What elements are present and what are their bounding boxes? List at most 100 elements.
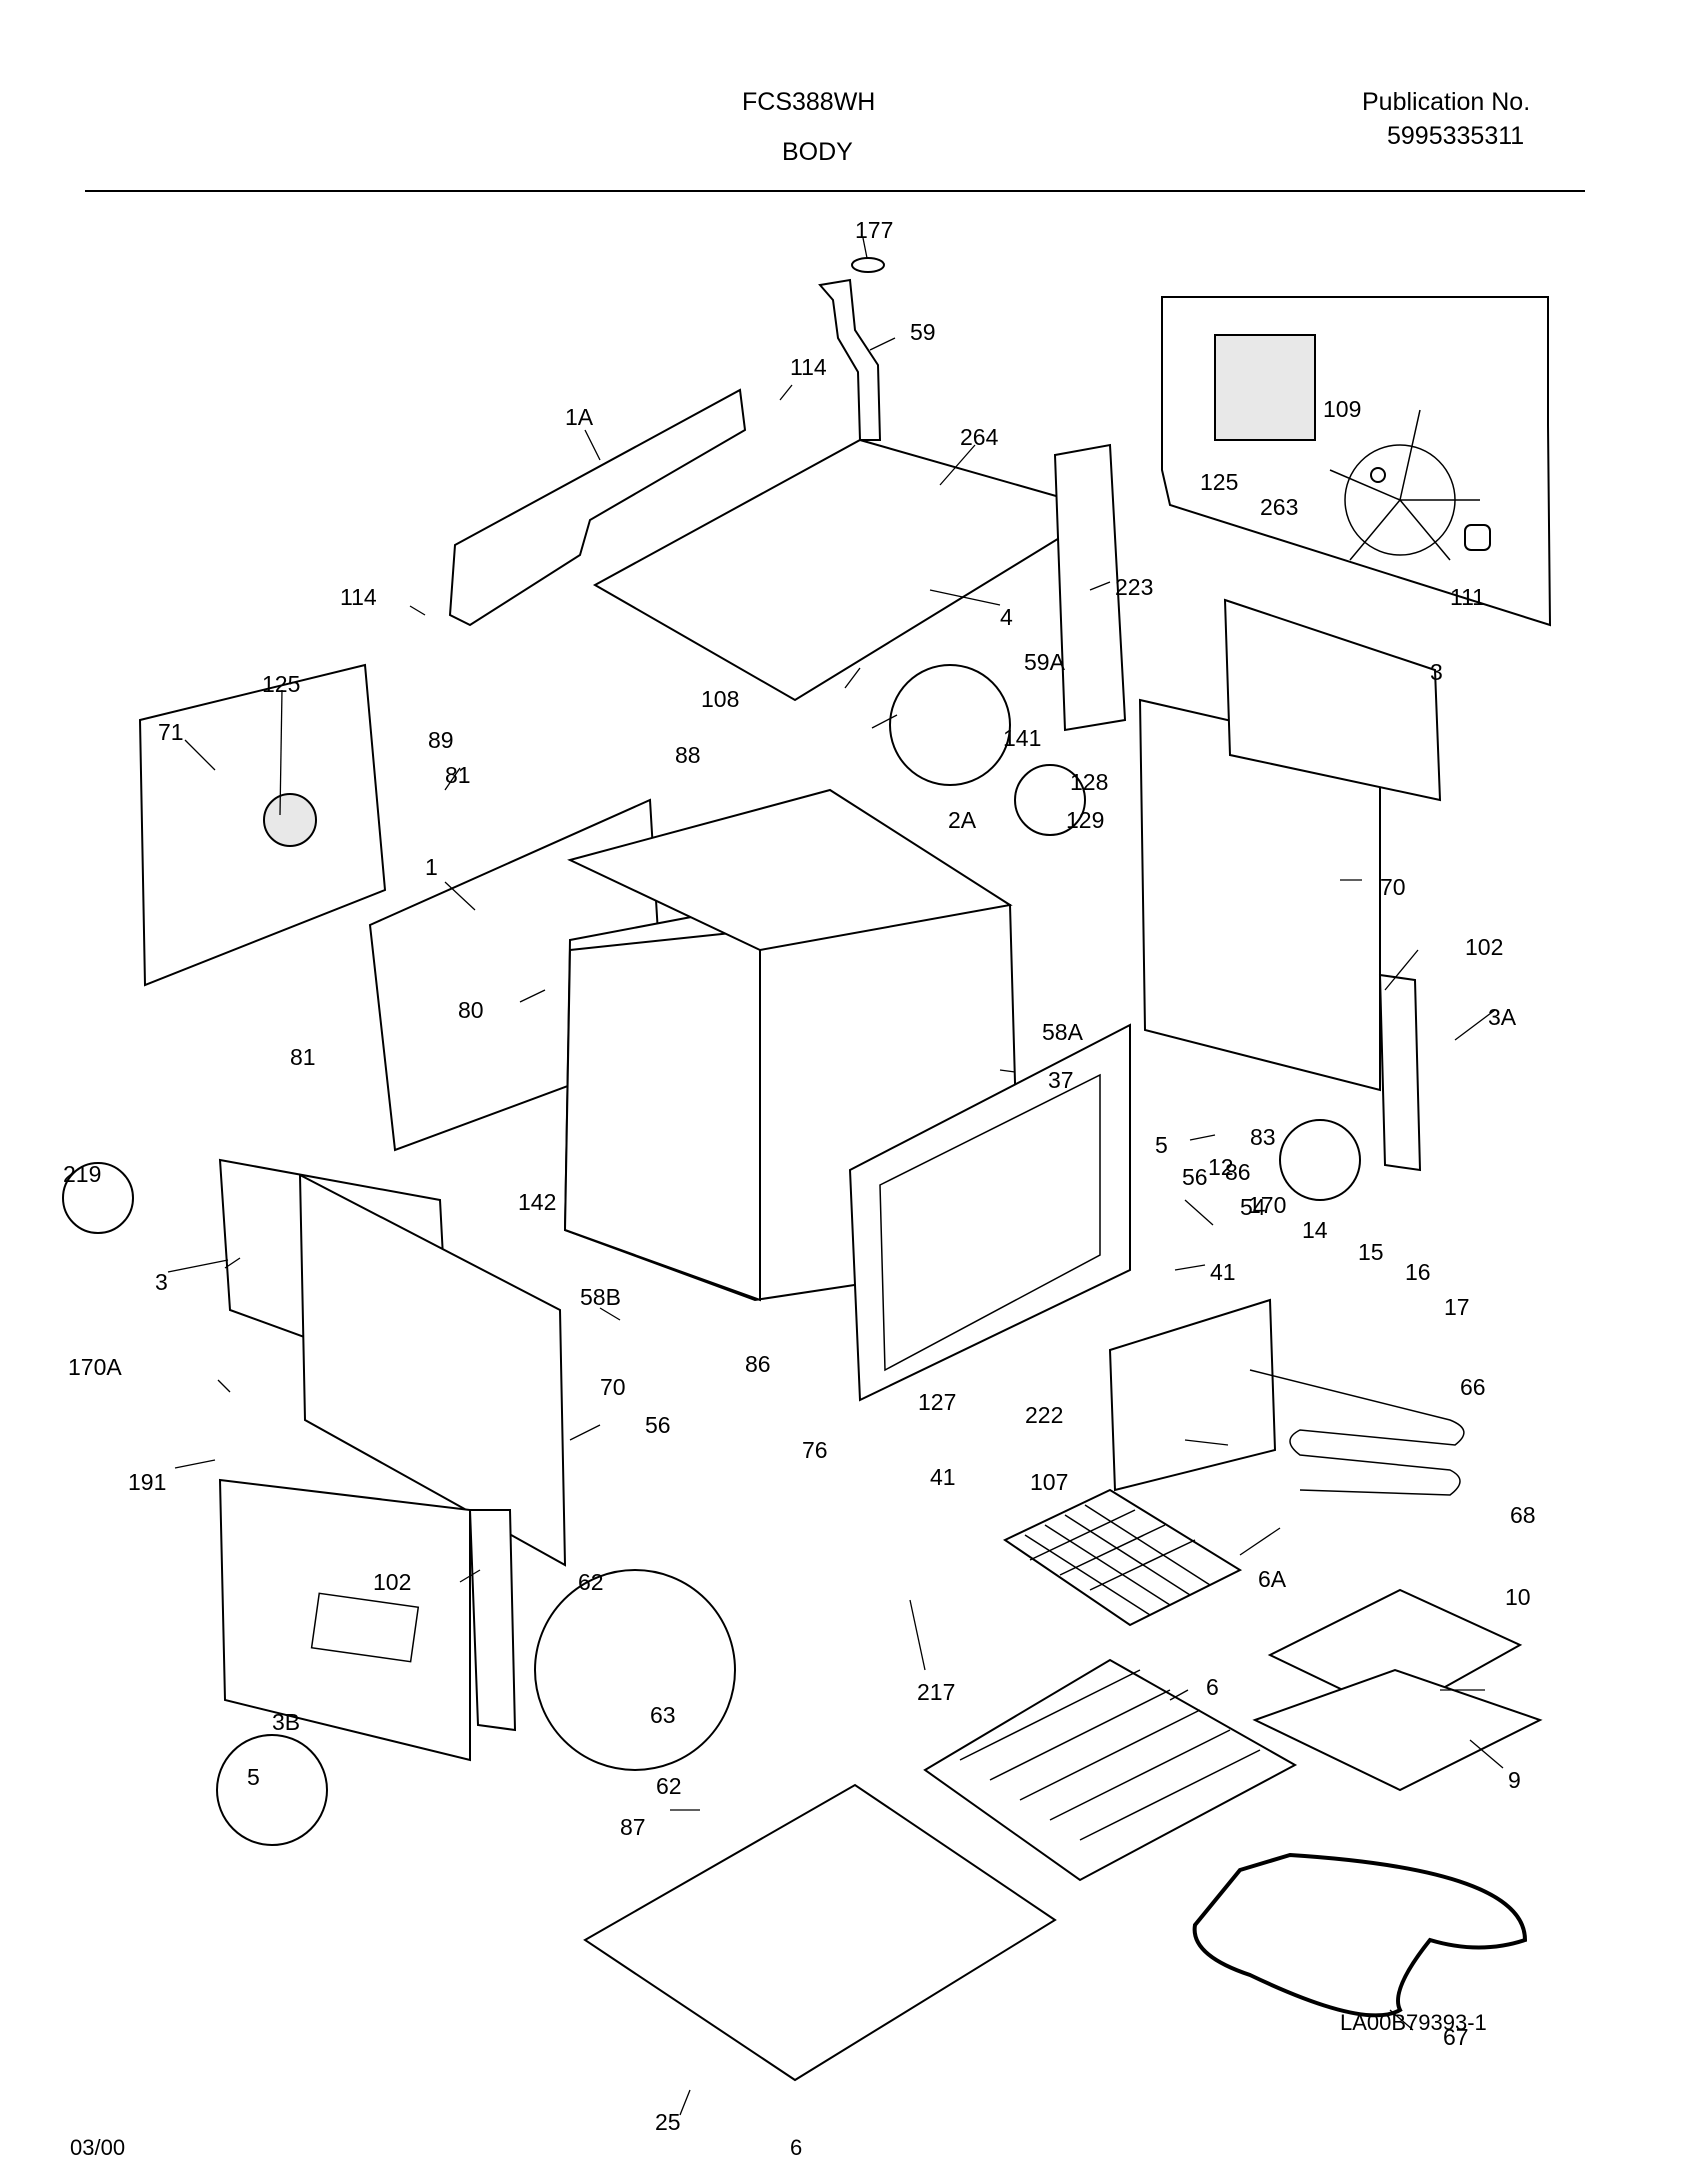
callout-6: 6 xyxy=(1206,1674,1219,1700)
oven-rack-lower-part xyxy=(923,1658,1298,1882)
callout-109: 109 xyxy=(1323,396,1361,422)
footer-page-number: 6 xyxy=(790,2135,803,2160)
bottom-front-panel-part xyxy=(218,1478,471,1762)
callout-58B: 58B xyxy=(580,1284,621,1310)
callout-59: 59 xyxy=(910,319,936,345)
callout-66: 66 xyxy=(1460,1374,1486,1400)
callout-12: 12 xyxy=(1208,1154,1234,1180)
detail-circle-219 xyxy=(62,1162,134,1234)
callout-15: 15 xyxy=(1358,1239,1384,1265)
right-side-strip-part xyxy=(1378,973,1422,1172)
vertical-channel-part xyxy=(1053,443,1127,732)
callout-5: 5 xyxy=(247,1764,260,1790)
callout-71: 71 xyxy=(158,719,184,745)
figure-code: LA00B79393-1 xyxy=(1340,2010,1487,2035)
callout-177: 177 xyxy=(855,217,893,243)
header-rule xyxy=(85,190,1585,192)
callout-141: 141 xyxy=(1003,725,1041,751)
rear-top-panel-part xyxy=(448,388,747,627)
callout-102: 102 xyxy=(1465,934,1503,960)
callout-87: 87 xyxy=(620,1814,646,1840)
callout-114: 114 xyxy=(340,584,377,610)
callout-170A: 170A xyxy=(68,1354,122,1380)
callout-108: 108 xyxy=(701,686,739,712)
callout-264: 264 xyxy=(960,424,999,450)
oven-rack-upper-part xyxy=(1002,1488,1243,1627)
callout-125: 125 xyxy=(1200,469,1238,495)
model-number: FCS388WH xyxy=(742,88,876,116)
callout-5: 5 xyxy=(1155,1132,1168,1158)
callout-62: 62 xyxy=(656,1773,682,1799)
footer-date: 03/00 xyxy=(70,2135,126,2160)
publication-label: Publication No. xyxy=(1362,88,1531,116)
callout-81: 81 xyxy=(445,762,471,788)
callout-4: 4 xyxy=(1000,604,1013,630)
callout-3B: 3B xyxy=(272,1709,300,1735)
vent-tube-part xyxy=(818,257,885,441)
callout-142: 142 xyxy=(518,1189,556,1215)
callout-17: 17 xyxy=(1444,1294,1470,1320)
callout-54: 54 xyxy=(1240,1194,1266,1220)
callout-56: 56 xyxy=(1182,1164,1208,1190)
detail-circle-12 xyxy=(1279,1119,1361,1201)
callout-63: 63 xyxy=(650,1702,676,1728)
callout-129: 129 xyxy=(1066,807,1104,833)
bake-element-part xyxy=(1192,1852,1528,2018)
detail-circle-62 xyxy=(534,1569,736,1771)
callout-1: 1 xyxy=(425,854,438,880)
callout-222: 222 xyxy=(1025,1402,1063,1428)
callout-217: 217 xyxy=(917,1679,955,1705)
callout-62: 62 xyxy=(578,1569,604,1595)
detail-circle-5 xyxy=(216,1734,328,1846)
detail-circle-141 xyxy=(889,664,1011,786)
left-side-outer-panel-part xyxy=(298,1173,567,1567)
leader-lines xyxy=(167,237,1504,2116)
callout-3: 3 xyxy=(1430,659,1443,685)
callout-83: 83 xyxy=(1250,1124,1276,1150)
callout-68: 68 xyxy=(1510,1502,1536,1528)
fan-motor-inset xyxy=(1161,296,1552,627)
callout-114: 114 xyxy=(790,354,827,380)
callout-2A: 2A xyxy=(948,807,977,833)
callout-25: 25 xyxy=(655,2109,681,2135)
fan-motor-part xyxy=(1214,334,1316,441)
oven-bottom-panel-part xyxy=(583,1783,1057,2082)
callout-6A: 6A xyxy=(1258,1566,1287,1592)
callout-88: 88 xyxy=(675,742,701,768)
callout-86: 86 xyxy=(1225,1159,1251,1185)
callout-80: 80 xyxy=(458,997,484,1023)
detail-circle-129 xyxy=(1014,764,1086,836)
callout-107: 107 xyxy=(1030,1469,1068,1495)
callout-70: 70 xyxy=(600,1374,626,1400)
callout-10: 10 xyxy=(1505,1584,1531,1610)
callout-128: 128 xyxy=(1070,769,1108,795)
callout-191: 191 xyxy=(128,1469,166,1495)
callout-81: 81 xyxy=(290,1044,316,1070)
door-frame-part xyxy=(848,1023,1131,1402)
callout-16: 16 xyxy=(1405,1259,1431,1285)
callout-58A: 58A xyxy=(1042,1019,1084,1045)
callout-56: 56 xyxy=(645,1412,671,1438)
callout-223: 223 xyxy=(1115,574,1153,600)
broiler-pan-part xyxy=(1252,1668,1543,1792)
callout-125: 125 xyxy=(262,671,300,697)
callout-76: 76 xyxy=(802,1437,828,1463)
callout-9: 9 xyxy=(1508,1767,1521,1793)
callout-89: 89 xyxy=(428,727,454,753)
callout-170: 170 xyxy=(1248,1192,1286,1218)
callout-3A: 3A xyxy=(1488,1004,1517,1030)
section-title: BODY xyxy=(782,138,853,166)
callout-111: 111 xyxy=(1450,584,1485,610)
right-rear-panel-part xyxy=(1223,598,1442,802)
callout-14: 14 xyxy=(1302,1217,1328,1243)
callout-263: 263 xyxy=(1260,494,1298,520)
callout-70: 70 xyxy=(1380,874,1406,900)
callout-102: 102 xyxy=(373,1569,411,1595)
publication-number: 5995335311 xyxy=(1387,122,1525,150)
callout-labels: 177591141A264223411412571818910859A14112… xyxy=(63,217,1536,2135)
left-side-strip-part xyxy=(468,1509,517,1732)
callout-37: 37 xyxy=(1048,1067,1074,1093)
callout-86: 86 xyxy=(745,1351,771,1377)
left-side-panel-part xyxy=(138,663,387,987)
